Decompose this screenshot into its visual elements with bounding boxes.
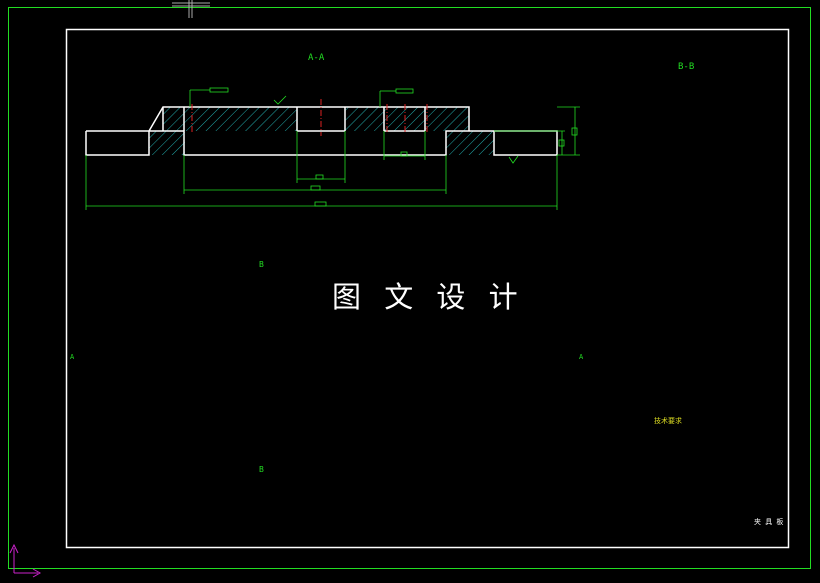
cut-label-a-right: A [579,353,584,361]
drawing-frame [65,28,790,549]
section-a-a-title: A-A [308,53,325,63]
ucs-axis-icon [9,543,42,578]
section-b-b-title: B-B [678,62,695,72]
cut-label-a-left: A [70,353,75,361]
watermark-text: 图 文 设 计 [322,274,535,316]
paper-border [8,7,811,569]
cut-label-b-top: B [259,260,264,269]
section-a-a-view [85,87,580,210]
notes-heading: 技术要求 [654,417,682,425]
cursor-crosshair-icon [172,0,210,18]
cut-label-b-bottom: B [259,465,264,474]
title-block-name: 夹 具 板 [754,518,784,526]
